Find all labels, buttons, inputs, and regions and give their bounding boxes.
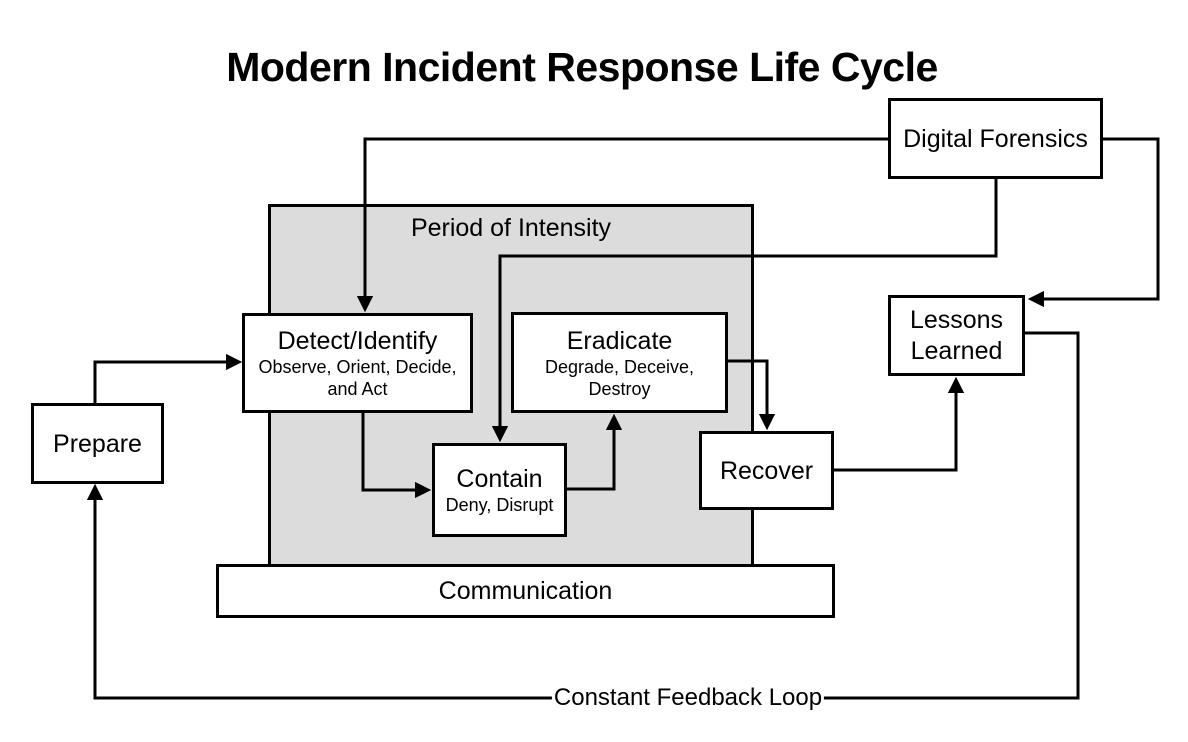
detect-identify-sub-line1: Observe, Orient, Decide,: [258, 357, 457, 377]
recover-label: Recover: [719, 456, 814, 485]
arrow-recover-to-lessons-learned: [834, 376, 965, 472]
contain-sub-line1: Deny, Disrupt: [445, 495, 554, 515]
eradicate-sub-line2: Destroy: [588, 378, 651, 399]
contain-label: Contain: [456, 465, 543, 493]
prepare-label: Prepare: [53, 429, 142, 458]
eradicate-sub-line1: Degrade, Deceive,: [544, 356, 695, 377]
eradicate-label: Eradicate: [566, 326, 673, 355]
node-lessons-learned: Lessons Learned: [888, 295, 1025, 376]
detect-identify-sub-line2: and Act: [327, 379, 388, 399]
node-contain: Contain Deny, Disrupt: [432, 443, 567, 537]
constant-feedback-loop-label: Constant Feedback Loop: [551, 684, 825, 712]
node-communication: Communication: [216, 564, 835, 618]
arrow-prepare-to-detect: [93, 353, 243, 403]
period-of-intensity-label: Period of Intensity: [410, 214, 612, 242]
page-title: Modern Incident Response Life Cycle: [226, 44, 938, 90]
node-detect-identify: Detect/Identify Observe, Orient, Decide,…: [242, 313, 473, 413]
detect-identify-label: Detect/Identify: [277, 327, 438, 355]
communication-label: Communication: [438, 577, 613, 605]
digital-forensics-label: Digital Forensics: [903, 124, 1088, 153]
lessons-learned-line1: Lessons: [909, 305, 1004, 334]
node-eradicate: Eradicate Degrade, Deceive, Destroy: [511, 312, 728, 413]
lessons-learned-line2: Learned: [910, 336, 1003, 365]
node-recover: Recover: [699, 431, 834, 510]
node-prepare: Prepare: [31, 403, 164, 484]
node-digital-forensics: Digital Forensics: [888, 98, 1103, 179]
